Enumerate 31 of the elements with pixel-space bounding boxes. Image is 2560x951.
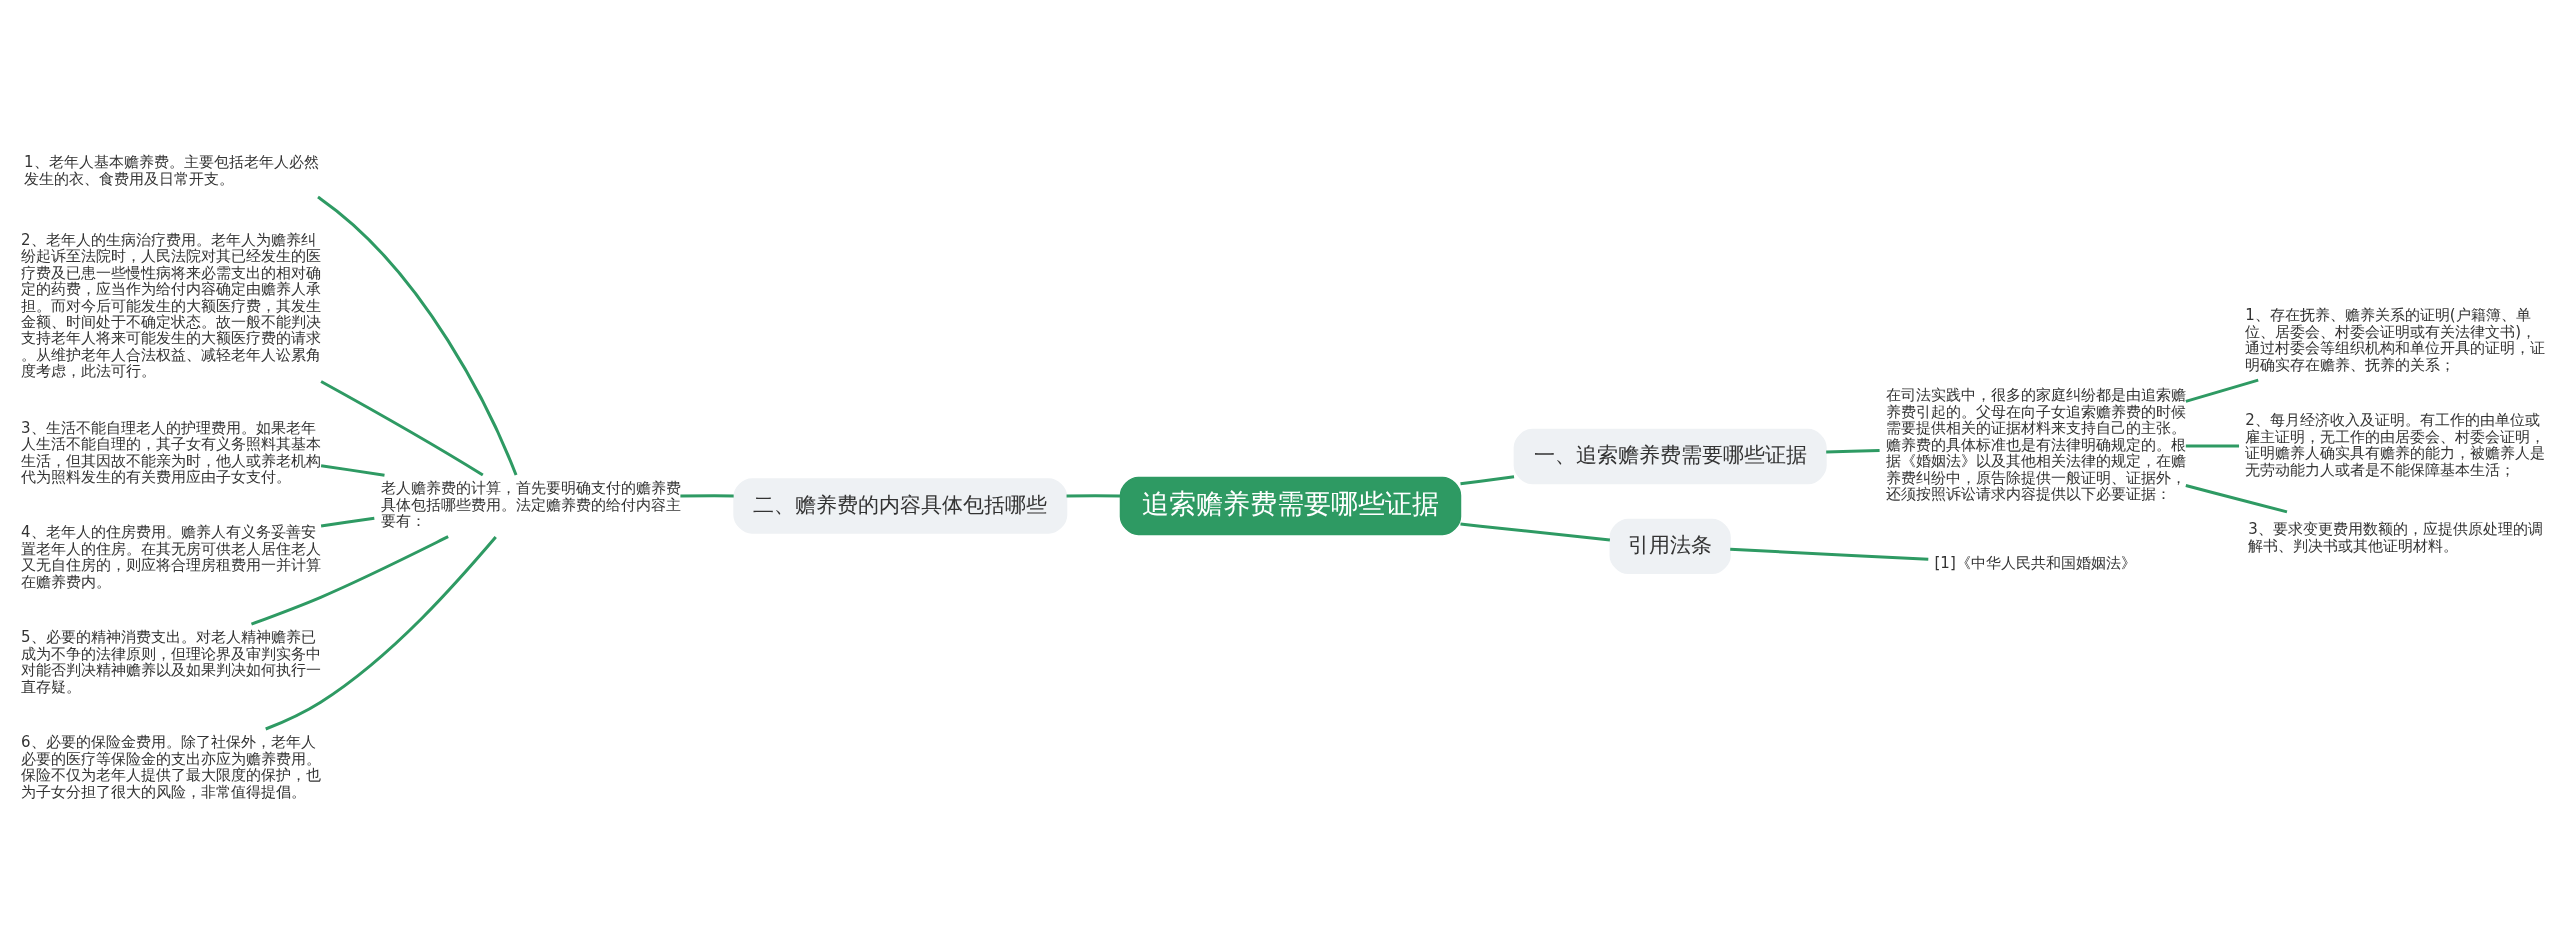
node-text: 在司法实践中，很多的家庭纠纷都是由追索赡养费引起的。父母在向子女追索赡养费的时候需要提供相关的证据材料来支持自己的主张。赡养费的具体标准也是有法律明确规定的。根据《婚姻法》以及其他相关法律的规定，在赡养费纠纷中，原告除提供一般证明、证据外，还须按照诉讼请求内容提供以下必要证据： <box>1885 385 2186 503</box>
connector <box>320 516 375 528</box>
node-text: 3、要求变更费用数额的，应提供原处理的调解书、判决书或其他证明材料。 <box>2248 519 2543 555</box>
node-text: 2、老年人的生病治疗费用。老年人为赡养纠纷起诉至法院时，人民法院对其已经发生的医疗费及已患一些慢性病将来必需支出的相对确定的药费，应当作为给付内容确定由赡养人承担。而对今后可能发生的大额医疗费，其发生金额、时间处于不确定状态。故一般不能判决支持老年人将来可能发生的大额医疗费的请求。从维护老年人合法权益、减轻老年人讼累角度考虑，此法可行。 <box>21 230 322 380</box>
node-box: 二、赡养费的内容具体包括哪些 <box>733 477 1068 534</box>
connector <box>2185 444 2240 448</box>
connector <box>317 195 518 476</box>
node-box: 一、追索赡养费需要哪些证据 <box>1513 428 1827 484</box>
node-text: 6、必要的保险金费用。除了社保外，老年人必要的医疗等保险金的支出亦应为赡养费用。保险不仅为老年人提供了最大限度的保护，也为子女分担了很大的风险，非常值得提倡。 <box>21 732 322 801</box>
node-text: 2、每月经济收入及证明。有工作的由单位或雇主证明，无工作的由居委会、村委会证明，证明赡养人确实具有赡养的能力，被赡养人是无劳动能力人或者是不能保障基本生活； <box>2245 410 2546 478</box>
connector <box>2185 483 2288 513</box>
connector <box>1066 493 1121 497</box>
node-text: 老人赡养费的计算，首先要明确支付的赡养费具体包括哪些费用。法定赡养费的给付内容主要有： <box>380 478 681 530</box>
node-text: 1、老年人基本赡养费。主要包括老年人必然发生的衣、食费用及日常开支。 <box>24 152 319 188</box>
connector <box>320 379 484 476</box>
node-text: 3、生活不能自理老人的护理费用。如果老年人生活不能自理的，其子女有义务照料其基本生活，但其因故不能亲为时，他人或养老机构代为照料发生的有关费用应由子女支付。 <box>21 418 322 486</box>
node-text: 4、老年人的住房费用。赡养人有义务妥善安置老年人的住房。在其无房可供老人居住老人又无自住房的，则应将合理房租费用一并计算在赡养费内。 <box>21 522 322 591</box>
connector <box>320 463 385 477</box>
connector <box>680 493 734 497</box>
connector <box>250 534 449 626</box>
node-box: 引用法条 <box>1609 518 1731 574</box>
connector <box>1826 448 1880 453</box>
connector <box>2185 378 2259 403</box>
connector <box>1730 547 1929 561</box>
connector <box>265 535 497 730</box>
connector <box>1460 522 1611 542</box>
node-text: 1、存在抚养、赡养关系的证明(户籍簿、单位、居委会、村委会证明或有关法律文书)，通过村委会等组织机构和单位开具的证明，证明确实存在赡养、抚养的关系； <box>2245 305 2546 374</box>
node-text: 5、必要的精神消费支出。对老人精神赡养已成为不争的法律原则，但理论界及审判实务中对能否判决精神赡养以及如果判决如何执行一直存疑。 <box>21 627 322 696</box>
connector <box>1460 474 1515 485</box>
node-box: 追索赡养费需要哪些证据 <box>1119 476 1462 535</box>
node-text: [1]《中华人民共和国婚姻法》 <box>1934 553 2136 572</box>
